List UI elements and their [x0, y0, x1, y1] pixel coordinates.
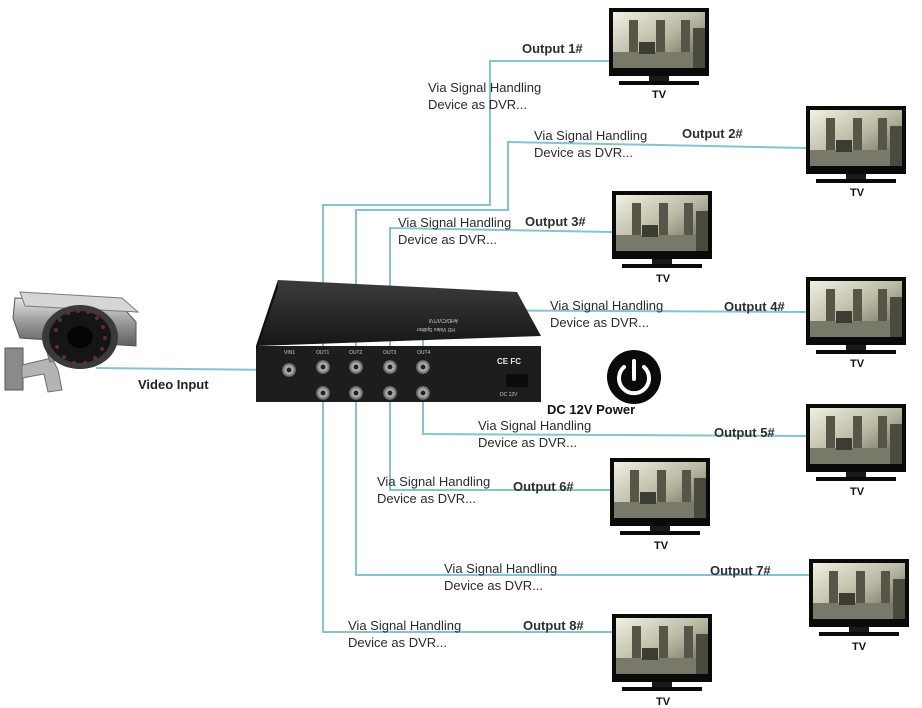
output-6-label: Output 6# [513, 479, 574, 494]
port-label-out4: OUT4 [417, 350, 431, 356]
via-device-dvr-label: Device as DVR... [377, 491, 476, 506]
via-signal-handling-label: Via Signal Handling [534, 128, 647, 143]
tv-label: TV [656, 273, 671, 285]
tv-icon [809, 559, 909, 636]
device-subtext: AHD/CVI/TVI [429, 317, 458, 323]
tv-icon [609, 8, 709, 85]
via-device-dvr-label: Device as DVR... [428, 97, 527, 112]
tv-label: TV [852, 641, 867, 653]
via-signal-handling-label: Via Signal Handling [428, 80, 541, 95]
cert-marks: CE FC [497, 357, 521, 366]
port-label-vin1: VIN1 [284, 350, 295, 356]
via-signal-handling-label: Via Signal Handling [398, 215, 511, 230]
tv-label: TV [850, 486, 865, 498]
cctv-camera-icon [4, 291, 140, 393]
video-input-label: Video Input [138, 377, 209, 392]
cable-video-input [95, 367, 283, 371]
cable-output-5 [422, 387, 807, 437]
via-device-dvr-label: Device as DVR... [550, 315, 649, 330]
cable-output-6 [389, 387, 610, 491]
via-device-dvr-label: Device as DVR... [444, 578, 543, 593]
tv-icon [612, 191, 712, 268]
tv-icon [610, 458, 710, 535]
output-4-label: Output 4# [724, 299, 785, 314]
cable-output-8 [322, 387, 612, 633]
via-signal-handling-label: Via Signal Handling [377, 474, 490, 489]
tv-icon [612, 614, 712, 691]
tv-icon [806, 277, 906, 354]
port-label-out1: OUT1 [316, 350, 330, 356]
output-1-label: Output 1# [522, 41, 583, 56]
dc-port-label: DC 12V [500, 392, 518, 398]
port-label-out3: OUT3 [383, 350, 397, 356]
cable-output-2 [355, 140, 807, 373]
output-2-label: Output 2# [682, 126, 743, 141]
video-splitter-device: HD Video Splitter AHD/CVI/TVI VIN1 OUT1 … [256, 280, 541, 402]
bnc-connectors [282, 360, 430, 400]
dc-power-label: DC 12V Power [547, 402, 635, 417]
tv-icon [806, 106, 906, 183]
via-signal-handling-label: Via Signal Handling [550, 298, 663, 313]
output-7-label: Output 7# [710, 563, 771, 578]
via-device-dvr-label: Device as DVR... [534, 145, 633, 160]
via-device-dvr-label: Device as DVR... [478, 435, 577, 450]
output-5-label: Output 5# [714, 425, 775, 440]
tv-icon [806, 404, 906, 481]
via-device-dvr-label: Device as DVR... [398, 232, 497, 247]
device-text: HD Video Splitter [416, 326, 455, 332]
cable-output-7 [355, 387, 809, 576]
power-icon [607, 350, 661, 404]
port-label-out2: OUT2 [349, 350, 363, 356]
cable-output-1 [322, 60, 609, 373]
output-3-label: Output 3# [525, 214, 586, 229]
tv-label: TV [850, 187, 865, 199]
output-8-label: Output 8# [523, 618, 584, 633]
tv-label: TV [652, 89, 667, 101]
tv-label: TV [656, 696, 671, 708]
via-signal-handling-label: Via Signal Handling [478, 418, 591, 433]
via-device-dvr-label: Device as DVR... [348, 635, 447, 650]
tv-label: TV [654, 540, 669, 552]
via-signal-handling-label: Via Signal Handling [444, 561, 557, 576]
tv-label: TV [850, 358, 865, 370]
via-signal-handling-label: Via Signal Handling [348, 618, 461, 633]
